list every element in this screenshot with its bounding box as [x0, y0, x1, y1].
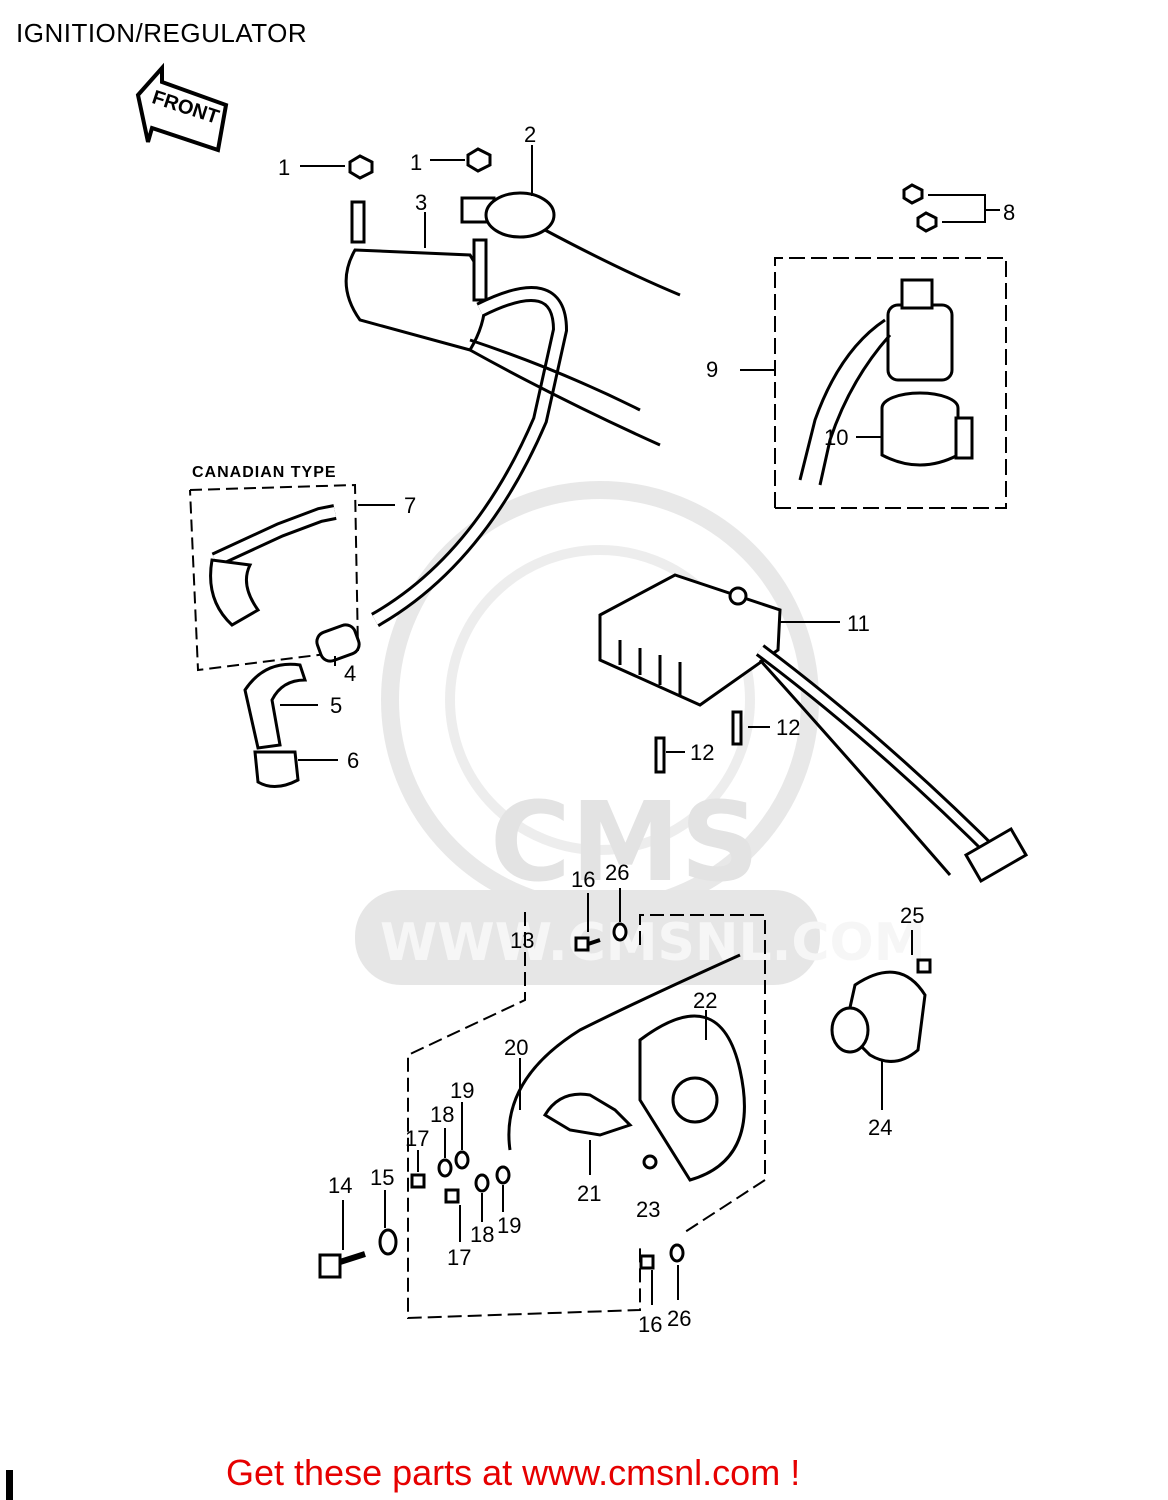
callout-18a: 18 — [430, 1102, 454, 1127]
callout-6: 6 — [347, 748, 359, 773]
part-15-washer — [378, 1190, 398, 1256]
part-16-screw-top — [574, 888, 628, 952]
callout-26b: 26 — [667, 1306, 691, 1331]
callout-1b: 1 — [410, 150, 422, 175]
part-10-relay-bracket — [856, 391, 974, 467]
callout-8: 8 — [1003, 200, 1015, 225]
callout-14: 14 — [328, 1173, 352, 1198]
callout-20: 20 — [504, 1035, 528, 1060]
callout-3: 3 — [415, 190, 427, 215]
part-9-starter-relay — [740, 257, 1007, 509]
part-1-nut-left — [300, 154, 374, 180]
part-6-cap-seal — [253, 750, 338, 788]
callout-19a: 19 — [450, 1078, 474, 1103]
callout-18b: 18 — [470, 1222, 494, 1247]
part-14-bolt — [318, 1200, 366, 1279]
callout-12a: 12 — [776, 715, 800, 740]
callout-17a: 17 — [405, 1126, 429, 1151]
callout-17b: 17 — [447, 1245, 471, 1270]
callout-16b: 16 — [638, 1312, 662, 1337]
part-12-bolts — [654, 710, 770, 774]
part-16-screw-bottom — [639, 1243, 685, 1305]
callout-1a: 1 — [278, 155, 290, 180]
callout-12b: 12 — [690, 740, 714, 765]
part-25-pin — [911, 930, 932, 974]
callout-16a: 16 — [571, 867, 595, 892]
front-arrow-icon: FRONT — [135, 62, 229, 153]
part-24-tach-drive — [830, 970, 927, 1110]
callout-21: 21 — [577, 1181, 601, 1206]
callout-15: 15 — [370, 1165, 394, 1190]
part-8-nuts — [902, 183, 1000, 233]
page-title: IGNITION/REGULATOR — [16, 18, 308, 48]
callout-10: 10 — [824, 425, 848, 450]
corner-mark — [6, 1470, 13, 1500]
callout-25: 25 — [900, 903, 924, 928]
watermark-logo: CMS WWW.CMSNL.COM — [355, 481, 925, 985]
callout-26a: 26 — [605, 860, 629, 885]
callout-4: 4 — [344, 661, 356, 686]
callout-23: 23 — [636, 1197, 660, 1222]
part-3-ignition-coil — [344, 200, 661, 627]
callout-5: 5 — [330, 693, 342, 718]
part-5-plug-cap — [243, 662, 318, 750]
part-2-condenser — [460, 145, 681, 297]
canadian-type-label: CANADIAN TYPE — [192, 464, 337, 481]
callout-19b: 19 — [497, 1213, 521, 1238]
part-17-18-19-screws — [410, 1058, 521, 1242]
canadian-type-box: CANADIAN TYPE — [189, 464, 395, 672]
footer-link[interactable]: Get these parts at www.cmsnl.com ! — [226, 1452, 801, 1493]
callout-labels: 1 1 2 3 8 9 10 7 4 5 6 11 12 12 16 26 13… — [278, 122, 1015, 1337]
watermark-url: WWW.CMSNL.COM — [380, 913, 925, 973]
callout-13: 13 — [510, 928, 534, 953]
callout-22: 22 — [693, 988, 717, 1013]
callout-24: 24 — [868, 1115, 892, 1140]
callout-11: 11 — [847, 611, 870, 636]
callout-2: 2 — [524, 122, 536, 147]
part-4-sleeve — [315, 623, 361, 666]
callout-9: 9 — [706, 357, 718, 382]
part-13-breaker-assembly — [407, 912, 766, 1320]
watermark-brand: CMS — [490, 778, 759, 906]
part-11-regulator — [598, 573, 1029, 884]
part-1-nut-right — [430, 147, 492, 173]
callout-7: 7 — [404, 493, 416, 518]
